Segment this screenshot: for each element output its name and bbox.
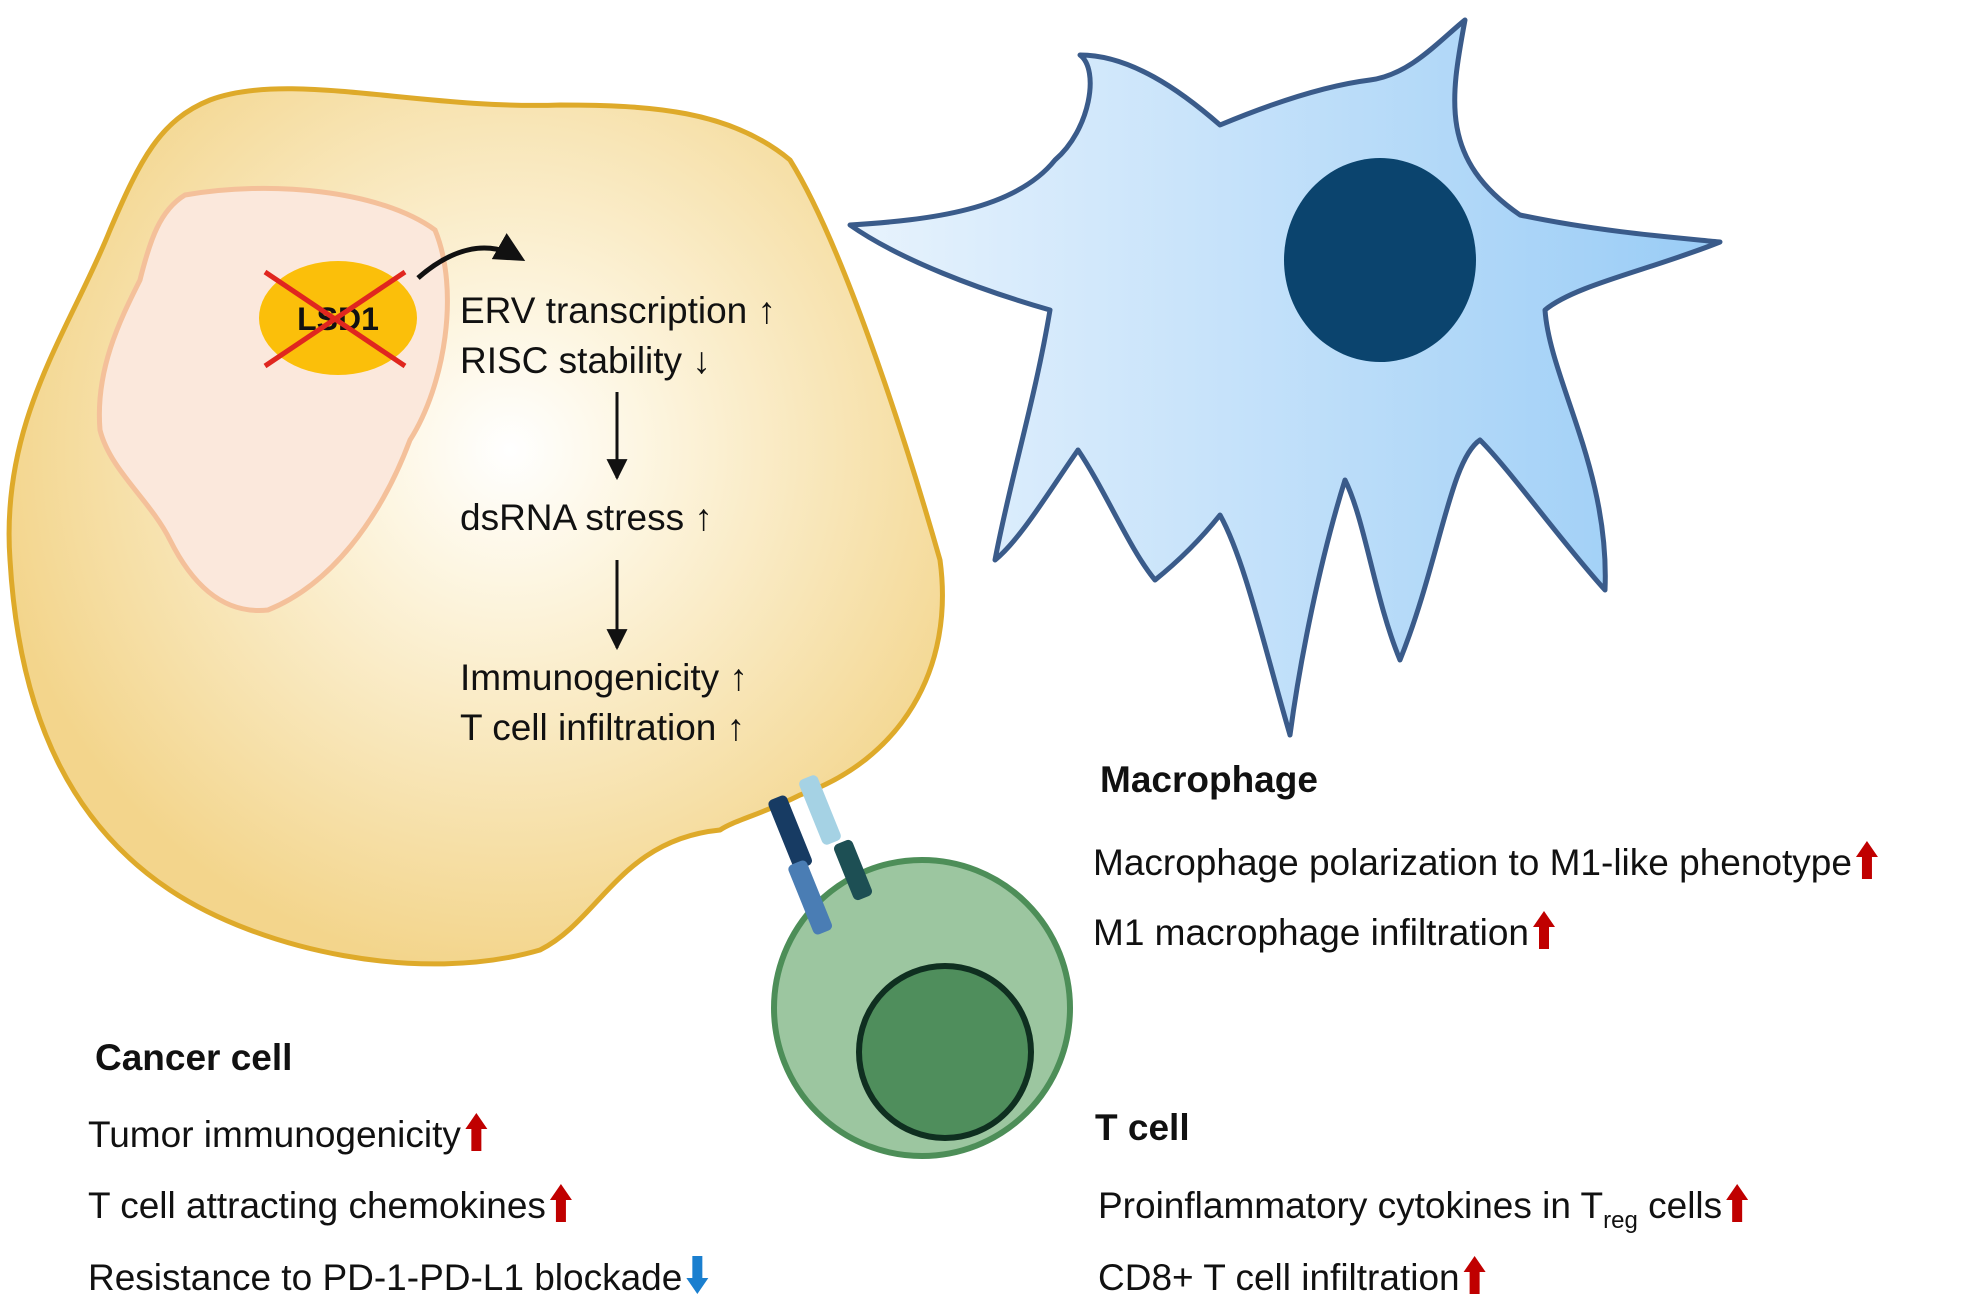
macrophage-effect-1: Macrophage polarization to M1-like pheno… [1093,842,1852,883]
pd-l1-ligand-dark [768,795,812,870]
cancer-cell-title: Cancer cell [95,1037,292,1078]
flow-dsrna-stress: dsRNA stress ↑ [460,497,713,538]
flow-immunogenicity: Immunogenicity ↑ [460,657,748,698]
macrophage-title: Macrophage [1100,759,1318,800]
t-cell-effect-1-pre: Proinflammatory cytokines in T [1098,1185,1603,1226]
curved-arrow [416,233,526,280]
cancer-effect-3: Resistance to PD-1-PD-L1 blockade [88,1257,682,1298]
t-cell-effect-1: Proinflammatory cytokines in Treg cells [1098,1185,1722,1234]
lsd1-inhibited-group: LSD1 [259,261,417,375]
t-cell-effect-1-sub: reg [1603,1207,1638,1234]
pd1-pdl1-receptor-pair [768,775,873,935]
t-cell-effect-1-post: cells [1638,1185,1722,1226]
cancer-effect-2: T cell attracting chemokines [88,1185,546,1226]
cancer-effect-1: Tumor immunogenicity [88,1114,461,1155]
macrophage-body [847,17,1723,738]
arrow-down-icon [686,1256,709,1294]
flow-risc-stability: RISC stability ↓ [460,340,711,381]
macrophage-nucleus [1284,158,1476,362]
pd-1-receptor-light [799,775,841,845]
pd-l1-ligand-light [788,860,832,935]
pd-1-receptor-dark [833,839,873,901]
arrow-up-icon [1533,911,1555,949]
t-cell-title: T cell [1095,1107,1190,1148]
arrow-up-icon [1855,841,1878,879]
flow-t-cell-infiltration: T cell infiltration ↑ [460,707,745,748]
flow-erv-transcription: ERV transcription ↑ [460,290,776,331]
arrow-up-icon [465,1113,488,1151]
macrophage-effect-2: M1 macrophage infiltration [1093,912,1529,953]
t-cell-effect-2: CD8+ T cell infiltration [1098,1257,1460,1298]
arrow-up-icon [1463,1256,1486,1294]
t-cell-nucleus [856,963,1034,1141]
inhibition-cross-line-2 [263,269,407,369]
arrow-up-icon [1726,1184,1749,1222]
arrow-up-icon [549,1184,572,1222]
